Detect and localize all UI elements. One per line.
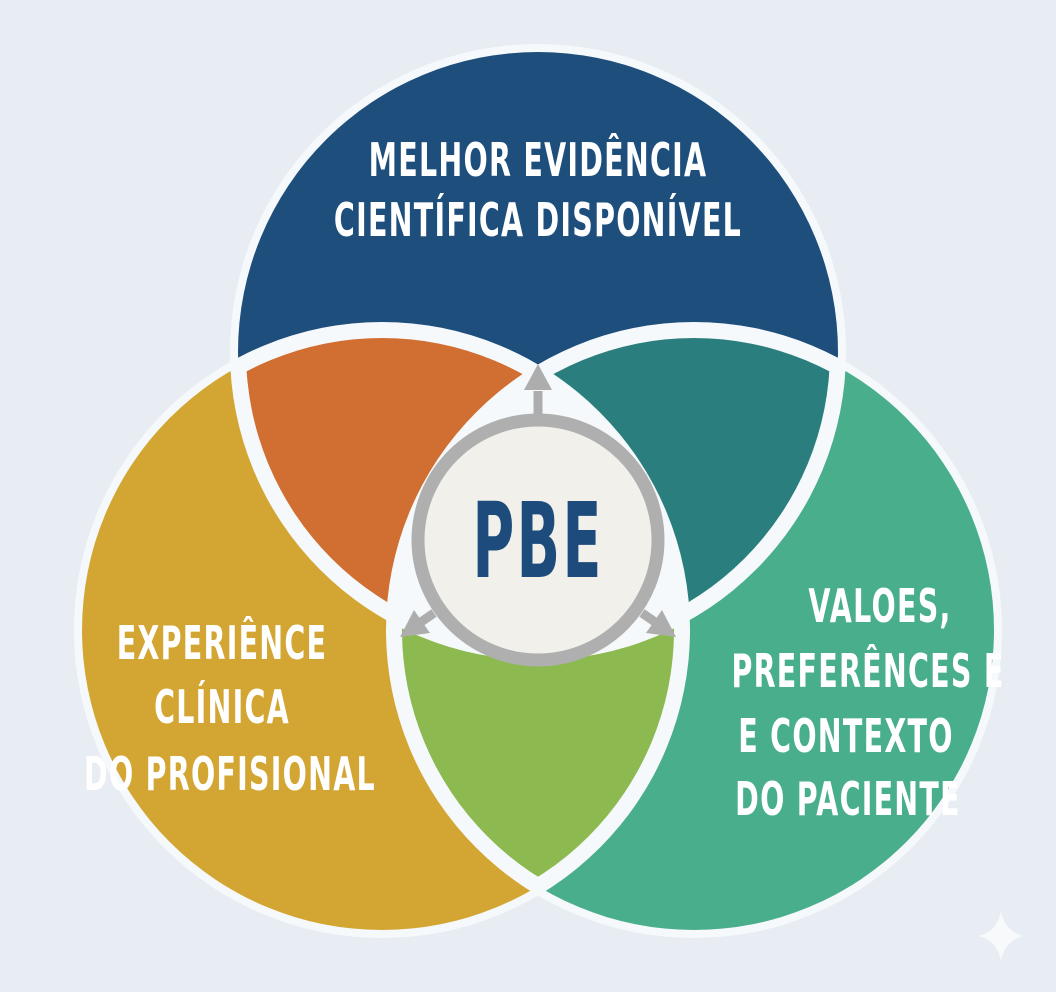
- left-circle-line-1: EXPERIÊNCE: [117, 615, 328, 671]
- sparkle-icon: [978, 911, 1024, 961]
- arrow-down-right-icon: [639, 609, 676, 637]
- left-circle-label: EXPERIÊNCE CLÍNICA DO PROFISIONAL: [84, 615, 376, 802]
- top-circle-label: MELHOR EVIDÊNCIA CIENTÍFICA DISPONÍVEL: [334, 132, 742, 248]
- top-circle-line-2: CIENTÍFICA DISPONÍVEL: [334, 192, 742, 248]
- right-circle-line-2: PREFERÊNCES E: [731, 643, 1004, 699]
- right-circle-line-4: DO PACIENTE: [735, 773, 961, 827]
- arrow-up-head: [524, 364, 552, 390]
- left-circle-line-2: CLÍNICA: [154, 679, 290, 735]
- center-hub-ring: [411, 413, 665, 667]
- arrow-down-left-stem: [418, 609, 437, 626]
- top-circle-line-1: MELHOR EVIDÊNCIA: [369, 132, 708, 188]
- arrow-down-right-stem: [639, 609, 658, 626]
- left-circle-line-3: DO PROFISIONAL: [84, 748, 376, 802]
- arrow-down-left-icon: [400, 609, 437, 637]
- right-circle-label: VALOES, PREFERÊNCES E E CONTEXTO DO PACI…: [731, 580, 1004, 827]
- arrow-down-left-head: [400, 610, 430, 637]
- center-label: PBE: [472, 480, 603, 601]
- arrow-down-right-head: [646, 610, 676, 637]
- right-circle-line-3: E CONTEXTO: [738, 710, 953, 764]
- right-circle-line-1: VALOES,: [808, 580, 951, 634]
- arrow-up-icon: [524, 364, 552, 414]
